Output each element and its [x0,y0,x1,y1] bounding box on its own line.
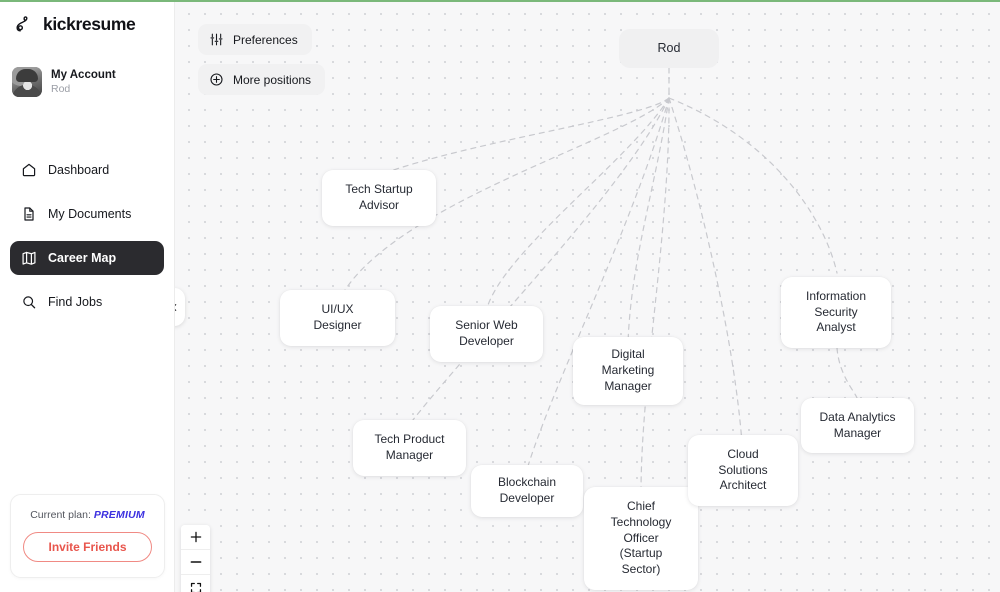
current-plan-text: Current plan: PREMIUM [23,509,152,521]
more-positions-label: More positions [233,72,312,87]
preferences-label: Preferences [233,32,298,47]
career-map-canvas[interactable]: Preferences More positions Rod Tech Star… [175,0,1000,592]
sliders-icon [209,32,224,47]
sidebar-item-my-documents[interactable]: My Documents [10,197,164,231]
current-plan-prefix: Current plan: [30,509,91,521]
plan-card: Current plan: PREMIUM Invite Friends [10,494,165,578]
canvas-toolbar: Preferences More positions [198,24,326,104]
sidebar-item-label: Find Jobs [48,295,103,309]
chevron-left-icon [175,303,177,311]
account-username: Rod [51,83,71,96]
zoom-out-button[interactable] [181,550,210,575]
document-icon [21,206,37,222]
kickresume-logo-icon [16,15,36,35]
preferences-button[interactable]: Preferences [198,24,312,55]
career-map-edges [344,67,858,494]
sidebar-item-label: Dashboard [48,163,110,177]
minus-icon [190,561,201,563]
avatar [12,67,42,97]
current-plan-value: PREMIUM [93,509,145,521]
sidebar-item-career-map[interactable]: Career Map [10,241,164,275]
search-icon [21,294,37,310]
zoom-controls [181,525,210,592]
sidebar-collapse-toggle[interactable] [175,288,185,326]
zoom-in-button[interactable] [181,525,210,550]
account-block[interactable]: My Account Rod [0,67,174,97]
career-node-root[interactable]: Rod [619,29,719,68]
career-node-label: Rod [657,41,681,56]
sidebar-item-label: My Documents [48,207,132,221]
more-positions-button[interactable]: More positions [198,64,326,95]
map-icon [21,250,37,266]
sidebar-item-find-jobs[interactable]: Find Jobs [10,285,164,319]
brand-name: kickresume [43,14,136,34]
top-accent-bar [0,0,1000,2]
sidebar: kickresume My Account Rod Dashboard [0,0,175,592]
brand-logo[interactable]: kickresume [0,2,174,35]
fit-view-icon [190,582,201,592]
account-title: My Account [51,68,116,81]
sidebar-item-label: Career Map [48,251,117,265]
plus-icon [190,531,201,543]
home-icon [21,162,37,178]
plus-circle-icon [209,72,224,87]
sidebar-item-dashboard[interactable]: Dashboard [10,153,164,187]
sidebar-nav: Dashboard My Documents Career Map Find J… [0,153,174,319]
invite-friends-button[interactable]: Invite Friends [23,532,152,562]
fit-view-button[interactable] [181,575,210,592]
